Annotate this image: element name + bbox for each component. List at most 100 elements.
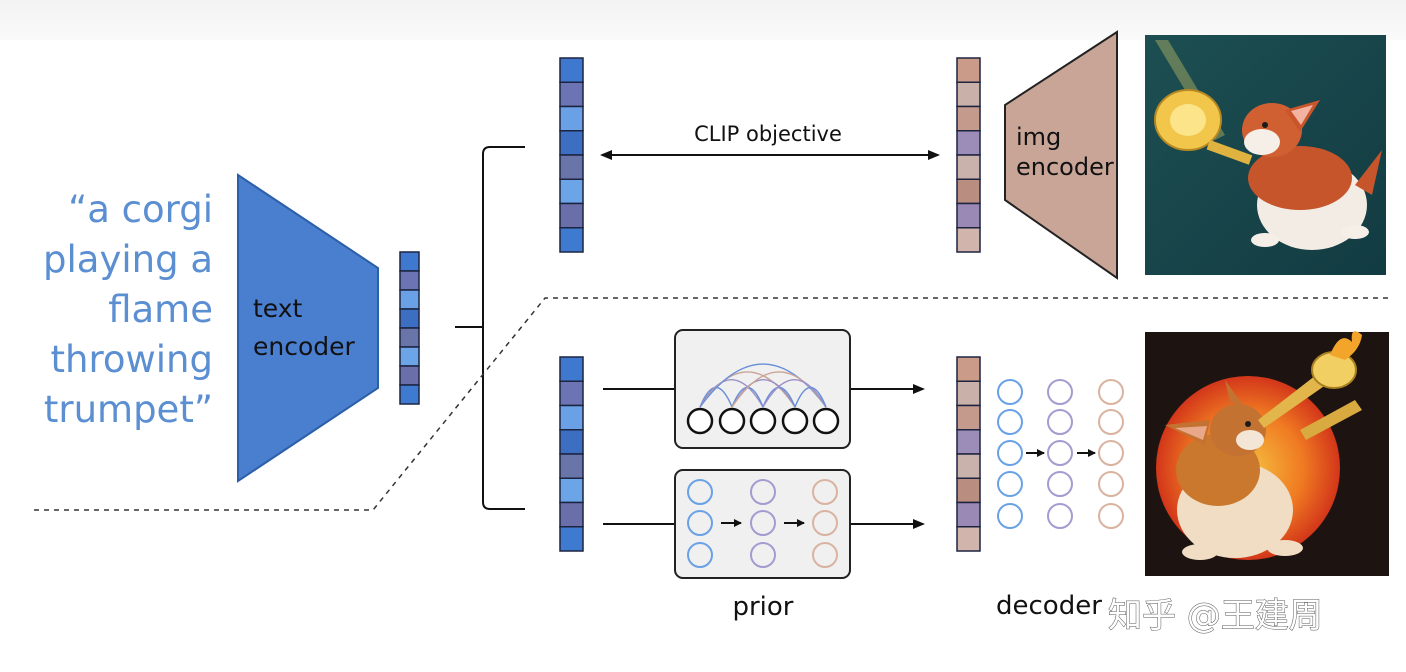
network-node — [750, 542, 776, 568]
prior-input-cell — [559, 380, 584, 407]
network-node — [812, 510, 838, 536]
token-node — [686, 407, 714, 435]
network-node — [1047, 440, 1073, 466]
network-node — [1047, 471, 1073, 497]
image-embedding-cell — [956, 154, 981, 180]
network-node — [1098, 409, 1124, 435]
clip-text-embedding-cell — [559, 57, 584, 83]
prior-input-cell — [559, 404, 584, 431]
network-node — [750, 479, 776, 505]
image-embedding-cell — [956, 130, 981, 156]
caption-line-2: playing a — [43, 238, 213, 281]
caption-line-4: throwing — [51, 338, 213, 381]
caption-line-5: trumpet” — [44, 388, 213, 431]
decoder-input-cell — [956, 477, 981, 504]
watermark: 知乎 @王建周 — [1108, 596, 1323, 636]
text-embedding-cell — [399, 308, 420, 329]
token-node — [812, 407, 840, 435]
text-embedding-cell — [399, 384, 420, 405]
text-embedding-cell — [399, 251, 420, 272]
attention-arc — [699, 363, 827, 408]
image-embedding-cell — [956, 227, 981, 253]
network-node — [1047, 409, 1073, 435]
clip-text-embedding-cell — [559, 130, 584, 156]
prior-input-cell — [559, 526, 584, 552]
image-embedding-cell — [956, 105, 981, 132]
prior-input-cell — [559, 356, 584, 382]
prior-diffusion-box — [674, 469, 851, 579]
network-node — [687, 510, 713, 536]
caption-line-1: “a corgi — [68, 188, 213, 231]
decoder-input-cell — [956, 429, 981, 455]
network-node — [997, 440, 1023, 466]
decoder-network — [997, 379, 1124, 529]
decoder-input-cell — [956, 526, 981, 552]
clip-text-embedding-cell — [559, 105, 584, 132]
img-encoder: img encoder — [1004, 30, 1118, 280]
caption-line-3: flame — [108, 288, 213, 331]
text-encoder-label-1: text — [253, 294, 303, 323]
clip-text-embedding-cell — [559, 202, 584, 229]
image-embedding-cell — [956, 57, 981, 83]
prior-label: prior — [732, 592, 793, 622]
prior-input-cell — [559, 429, 584, 455]
decoder-input-cell — [956, 501, 981, 528]
clip-text-embedding-cell — [559, 81, 584, 108]
network-node — [1098, 379, 1124, 405]
clip-text-embedding-cell — [559, 154, 584, 180]
image-embedding-cell — [956, 81, 981, 108]
top-bar — [0, 0, 1406, 40]
decoder-input-cell — [956, 380, 981, 407]
text-embedding-cell — [399, 327, 420, 348]
prior-input-cell — [559, 453, 584, 479]
attention-arc — [731, 371, 827, 408]
prior-input-cell — [559, 477, 584, 504]
token-node — [781, 407, 809, 435]
network-node — [1047, 379, 1073, 405]
decoder-input-vector — [956, 356, 981, 552]
network-node — [750, 510, 776, 536]
text-encoder: text encoder — [237, 173, 379, 483]
bracket-connector — [455, 146, 525, 510]
network-node — [1098, 503, 1124, 529]
attention-arc — [762, 387, 796, 408]
token-node — [718, 407, 746, 435]
network-node — [1047, 503, 1073, 529]
decoder-input-cell — [956, 404, 981, 431]
corgi-flame-trumpet-illustration — [1145, 331, 1389, 576]
caption: “a corgi playing a flame throwing trumpe… — [43, 188, 213, 431]
network-node — [997, 379, 1023, 405]
prior-autoregressive-box — [674, 329, 851, 449]
text-encoder-label-2: encoder — [253, 332, 356, 361]
network-node — [687, 542, 713, 568]
decoder-input-cell — [956, 453, 981, 479]
network-node — [997, 503, 1023, 529]
image-embedding-cell — [956, 178, 981, 205]
prior-arrows — [603, 384, 925, 529]
text-embedding-cell — [399, 365, 420, 386]
clip-text-embedding-vector — [559, 57, 584, 253]
decoder-label: decoder — [996, 591, 1102, 621]
network-node — [687, 479, 713, 505]
attention-arc — [762, 379, 827, 408]
img-encoder-label-1: img — [1016, 123, 1061, 151]
image-embedding-cell — [956, 202, 981, 229]
clip-text-embedding-cell — [559, 178, 584, 205]
text-embedding-cell — [399, 346, 420, 367]
text-embedding-vector — [399, 251, 420, 405]
clip-text-embedding-cell — [559, 227, 584, 253]
decoder-input-cell — [956, 356, 981, 382]
img-encoder-label-2: encoder — [1016, 153, 1114, 181]
corgi-trumpet-illustration — [1145, 35, 1386, 275]
clip-objective-arrow: CLIP objective — [600, 122, 940, 160]
network-node — [997, 409, 1023, 435]
prior-input-cell — [559, 501, 584, 528]
text-embedding-cell — [399, 270, 420, 291]
clip-objective-label: CLIP objective — [694, 122, 842, 146]
attention-arc — [794, 387, 827, 408]
image-embedding-vector — [956, 57, 981, 253]
token-node — [749, 407, 777, 435]
prior-input-vector — [559, 356, 584, 552]
